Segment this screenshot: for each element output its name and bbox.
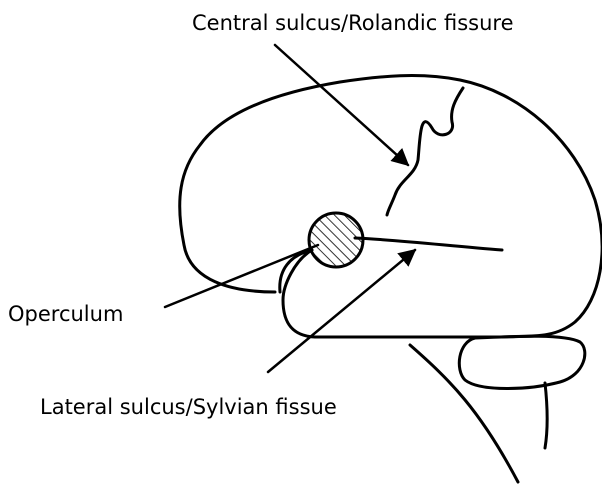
brainstem-left-line [410, 345, 518, 482]
cerebellum-outline [459, 336, 585, 388]
operculum-hatched-circle [309, 213, 363, 267]
central-sulcus-arrow [275, 45, 408, 165]
lateral-sulcus-label: Lateral sulcus/Sylvian fissue [40, 395, 337, 419]
lateral-sulcus-line [355, 238, 502, 250]
central-sulcus-label: Central sulcus/Rolandic fissure [192, 11, 514, 35]
brainstem-right-line [545, 383, 547, 448]
lateral-sulcus-arrow [268, 250, 415, 372]
operculum-label: Operculum [8, 302, 123, 326]
central-sulcus-line [387, 88, 463, 215]
